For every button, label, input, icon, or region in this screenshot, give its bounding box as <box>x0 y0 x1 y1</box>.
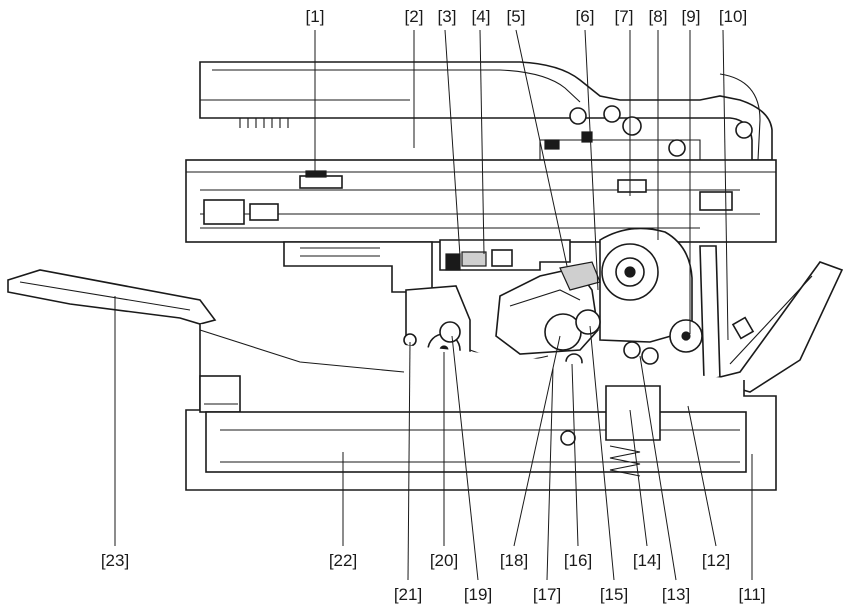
callout-12: [12] <box>702 551 730 570</box>
leader-4 <box>479 29 485 255</box>
callout-9: [9] <box>682 7 701 26</box>
callout-16: [16] <box>564 551 592 570</box>
callout-20: [20] <box>430 551 458 570</box>
leader-12 <box>687 405 717 547</box>
callout-11: [11] <box>738 585 765 604</box>
callout-5: [5] <box>507 7 526 26</box>
laser-unit <box>283 239 571 293</box>
leader-lines <box>114 29 753 581</box>
process-cartridge <box>495 227 693 355</box>
document-feeder <box>199 61 773 161</box>
callout-labels: [1] [2] [3] [4] [5] [6] [7] [8] [9] [10]… <box>101 7 766 604</box>
callout-7: [7] <box>615 7 634 26</box>
leader-14 <box>629 409 648 547</box>
leader-10 <box>722 29 729 341</box>
leader-15 <box>589 325 615 581</box>
callout-4: [4] <box>472 7 491 26</box>
callout-13: [13] <box>662 585 690 604</box>
callout-8: [8] <box>649 7 668 26</box>
callout-1: [1] <box>306 7 325 26</box>
leader-17 <box>546 367 554 581</box>
leader-5 <box>515 29 568 267</box>
leader-13 <box>639 355 677 581</box>
scanner-unit <box>185 159 777 243</box>
callout-14: [14] <box>633 551 661 570</box>
callout-6: [6] <box>576 7 595 26</box>
callout-17: [17] <box>533 585 561 604</box>
callout-23: [23] <box>101 551 129 570</box>
callout-15: [15] <box>600 585 628 604</box>
leader-3 <box>444 29 461 257</box>
callout-19: [19] <box>464 585 492 604</box>
leader-16 <box>571 363 579 547</box>
callout-18: [18] <box>500 551 528 570</box>
machine-drawing <box>7 61 844 491</box>
leader-18 <box>513 335 561 547</box>
leader-6 <box>584 29 599 291</box>
callout-21: [21] <box>394 585 422 604</box>
leader-19 <box>451 335 479 581</box>
output-tray <box>7 269 217 325</box>
callout-22: [22] <box>329 551 357 570</box>
callout-3: [3] <box>438 7 457 26</box>
callout-10: [10] <box>719 7 747 26</box>
leader-21 <box>407 341 411 581</box>
callout-2: [2] <box>405 7 424 26</box>
